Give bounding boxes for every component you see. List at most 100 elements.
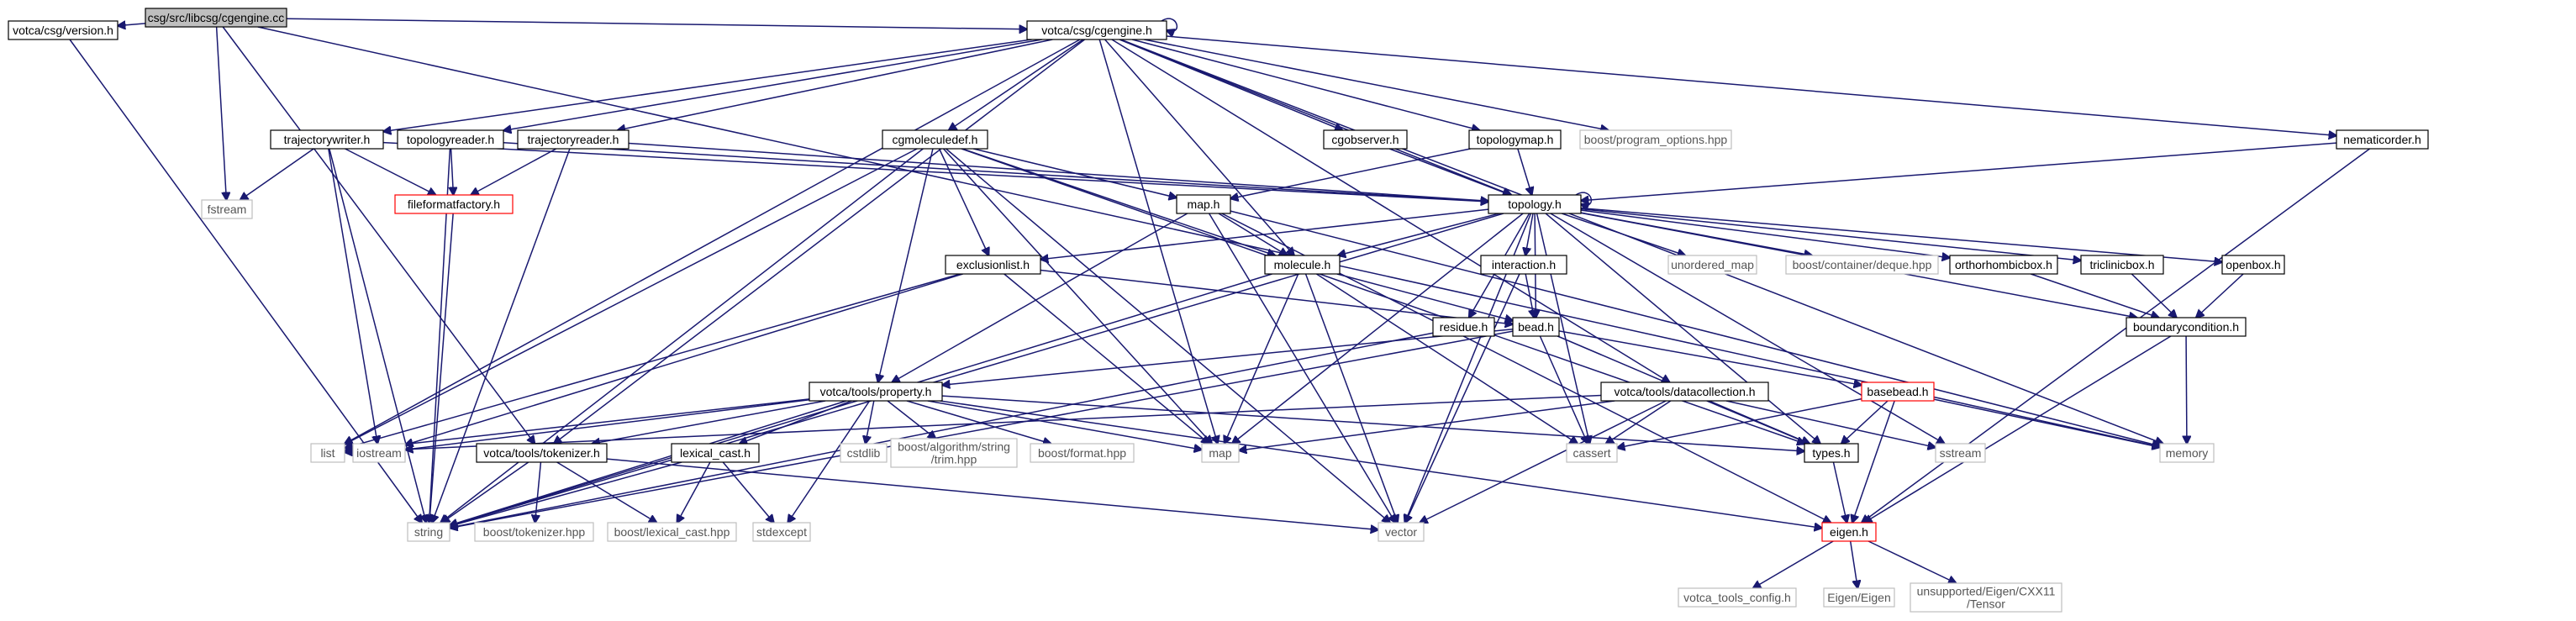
node-fileformatfactory-h[interactable]: fileformatfactory.h bbox=[394, 194, 514, 214]
edge-property_h-to-lexical_cast_h bbox=[740, 400, 852, 444]
node-label: boost/program_options.hpp bbox=[1584, 133, 1728, 146]
node-types-h[interactable]: types.h bbox=[1804, 443, 1859, 463]
node-cgengine-h[interactable]: votca/csg/cgengine.h bbox=[1026, 20, 1167, 40]
edge-orthorhombicbox_h-to-boundarycondition_h bbox=[2031, 273, 2158, 318]
edge-cgobserver_h-to-topology_h bbox=[1389, 148, 1510, 195]
edge-topology_h-to-cassert bbox=[1536, 213, 1590, 444]
node-box bbox=[1488, 194, 1582, 214]
node-interaction-h[interactable]: interaction.h bbox=[1480, 255, 1567, 275]
edge-property_h-to-types_h bbox=[941, 395, 1804, 451]
node-tokenizer-h[interactable]: votca/tools/tokenizer.h bbox=[476, 443, 608, 463]
node-label: map bbox=[1209, 446, 1231, 460]
node-label: types.h bbox=[1812, 446, 1850, 460]
node-label: molecule.h bbox=[1274, 258, 1331, 271]
node-box bbox=[1949, 255, 2058, 275]
node-cgmoleculedef-h[interactable]: cgmoleculedef.h bbox=[882, 129, 988, 150]
node-label: nematicorder.h bbox=[2343, 133, 2421, 146]
node-box bbox=[809, 382, 943, 402]
node-stdexcept: stdexcept bbox=[752, 522, 811, 542]
edge-trajectoryreader_h-to-string bbox=[432, 148, 571, 523]
node-label: csg/src/libcsg/cgengine.cc bbox=[148, 11, 285, 24]
node-fstream: fstream bbox=[201, 199, 253, 219]
node-openbox-h[interactable]: openbox.h bbox=[2221, 255, 2285, 275]
node-label: boundarycondition.h bbox=[2133, 320, 2239, 334]
node-label: bead.h bbox=[1518, 320, 1554, 334]
node-label: unordered_map bbox=[1671, 258, 1754, 271]
node-topologyreader-h[interactable]: topologyreader.h bbox=[397, 129, 504, 150]
node-topologymap-h[interactable]: topologymap.h bbox=[1468, 129, 1562, 150]
node-box bbox=[1823, 587, 1895, 608]
node-box bbox=[8, 20, 119, 40]
node-label: fstream bbox=[208, 203, 247, 216]
node-box bbox=[1667, 255, 1757, 275]
edge-topologymap_h-to-map_h bbox=[1230, 148, 1471, 198]
node-eigen-h[interactable]: eigen.h bbox=[1821, 522, 1877, 542]
node-label: Eigen/Eigen bbox=[1827, 591, 1891, 604]
node-label: topologymap.h bbox=[1477, 133, 1554, 146]
edge-cgengine_h-to-cgmoleculedef_h bbox=[949, 39, 1084, 130]
node-boundarycondition-h[interactable]: boundarycondition.h bbox=[2126, 317, 2247, 337]
node-label: /Tensor bbox=[1967, 597, 2005, 611]
edge-topology_h-to-sstream bbox=[1550, 213, 1945, 444]
edge-topology_h-to-vector bbox=[1404, 213, 1532, 523]
node-property-h[interactable]: votca/tools/property.h bbox=[809, 382, 943, 402]
node-nematicorder-h[interactable]: nematicorder.h bbox=[2336, 129, 2429, 150]
node-label: boost/container/deque.hpp bbox=[1793, 258, 1932, 271]
node-label: sstream bbox=[1940, 446, 1982, 460]
edge-cgengine_h-to-topologyreader_h bbox=[503, 39, 1043, 130]
node-bead-h[interactable]: bead.h bbox=[1512, 317, 1560, 337]
edge-cgmoleculedef_h-to-string bbox=[440, 148, 924, 523]
node-label: cgobserver.h bbox=[1331, 133, 1399, 146]
node-box bbox=[1785, 255, 1939, 275]
node-triclinicbox-h[interactable]: triclinicbox.h bbox=[2080, 255, 2164, 275]
node-box bbox=[1910, 582, 2062, 613]
edge-map_h-to-vector bbox=[1208, 213, 1396, 523]
edge-topology_h-to-map bbox=[1232, 213, 1524, 444]
edge-datacollection_h-to-map bbox=[1239, 400, 1615, 450]
edge-eigen_h-to-votca_tools_config bbox=[1753, 540, 1834, 588]
node-box bbox=[474, 522, 594, 542]
node-datacollection-h[interactable]: votca/tools/datacollection.h bbox=[1600, 382, 1769, 402]
node-trajectorywriter-h[interactable]: trajectorywriter.h bbox=[270, 129, 384, 150]
edge-lexical_cast_h-to-string bbox=[450, 461, 682, 526]
node-box bbox=[2126, 317, 2247, 337]
edge-trajectorywriter_h-to-string bbox=[329, 148, 426, 523]
node-exclusionlist-h[interactable]: exclusionlist.h bbox=[945, 255, 1041, 275]
node-box bbox=[352, 443, 406, 463]
edge-molecule_h-to-map bbox=[1225, 273, 1299, 444]
node-box bbox=[201, 199, 253, 219]
node-trajectoryreader-h[interactable]: trajectoryreader.h bbox=[517, 129, 630, 150]
edge-eigen_h-to-eigen_eigen bbox=[1849, 540, 1858, 588]
node-votca-tools-config: votca_tools_config.h bbox=[1678, 587, 1797, 608]
edge-cgengine_cc-to-version_h bbox=[118, 24, 146, 26]
node-box bbox=[394, 194, 514, 214]
node-box bbox=[270, 129, 384, 150]
edge-trajectorywriter_h-to-iostream bbox=[328, 148, 377, 444]
node-topology-h[interactable]: topology.h bbox=[1488, 194, 1582, 214]
edge-topology_h-to-string bbox=[450, 213, 1504, 526]
node-box bbox=[882, 129, 988, 150]
node-cgobserver-h[interactable]: cgobserver.h bbox=[1323, 129, 1408, 150]
edge-cgengine_h-to-nematicorder_h bbox=[1166, 35, 2336, 135]
edge-map_h-to-molecule_h bbox=[1218, 213, 1288, 255]
edge-exclusionlist_h-to-bead_h bbox=[1040, 269, 1513, 324]
node-cgengine-cc[interactable]: csg/src/libcsg/cgengine.cc bbox=[145, 8, 287, 28]
edge-boundarycondition_h-to-eigen_h bbox=[1864, 335, 2172, 523]
node-basebead-h[interactable]: basebead.h bbox=[1861, 382, 1935, 402]
node-molecule-h[interactable]: molecule.h bbox=[1264, 255, 1341, 275]
edge-cgengine_cc-to-tokenizer_h bbox=[222, 26, 535, 444]
node-residue-h[interactable]: residue.h bbox=[1432, 317, 1495, 337]
node-version-h[interactable]: votca/csg/version.h bbox=[8, 20, 119, 40]
edge-basebead_h-to-cassert bbox=[1617, 397, 1862, 448]
node-orthorhombicbox-h[interactable]: orthorhombicbox.h bbox=[1949, 255, 2058, 275]
node-map-h[interactable]: map.h bbox=[1176, 194, 1231, 214]
dependency-edges bbox=[69, 18, 2370, 588]
node-eigen-tensor: unsupported/Eigen/CXX11/Tensor bbox=[1910, 582, 2062, 613]
node-boost-program-options: boost/program_options.hpp bbox=[1579, 129, 1732, 150]
node-lexical-cast-h[interactable]: lexical_cast.h bbox=[671, 443, 760, 463]
node-label: votca/csg/cgengine.h bbox=[1041, 24, 1152, 37]
node-box bbox=[1935, 443, 1986, 463]
edge-interaction_h-to-bead_h bbox=[1525, 273, 1534, 318]
node-box bbox=[1323, 129, 1408, 150]
